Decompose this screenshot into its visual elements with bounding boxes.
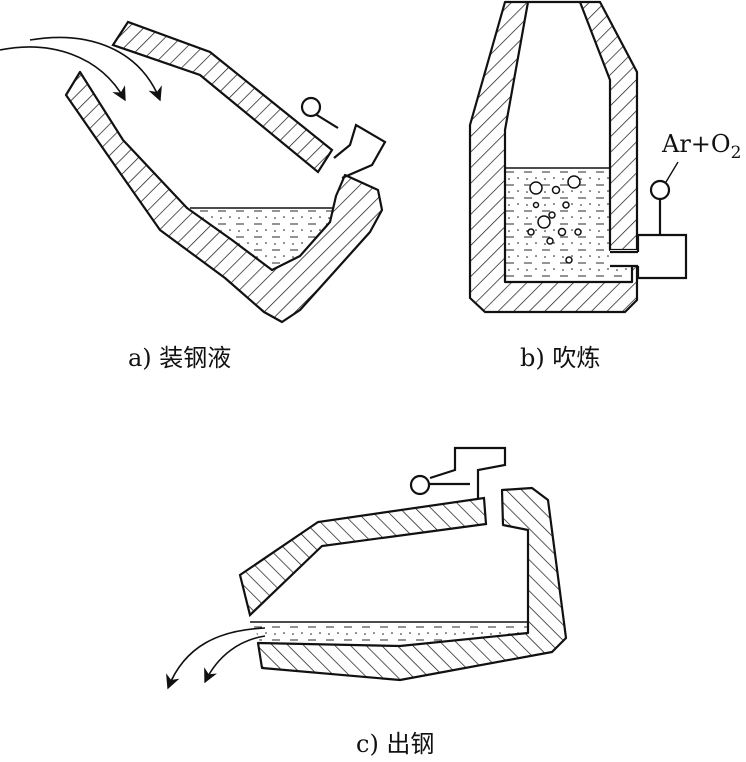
panel-a-charging: a) 装钢液	[0, 20, 387, 372]
panel-c-lower-wall	[256, 486, 568, 682]
panel-a-tuyere-pipe	[333, 123, 387, 180]
panel-a-steel-liquid	[190, 208, 336, 270]
panel-c-caption: c) 出钢	[356, 730, 434, 758]
panel-a-caption: a) 装钢液	[128, 344, 231, 372]
panel-c-pour-arrow-2	[204, 635, 266, 684]
panel-b-tuyere-pipe	[636, 233, 688, 280]
panel-a-upper-wall	[111, 20, 334, 174]
panel-b-bubbles	[527, 175, 582, 264]
panel-c-steel-liquid	[252, 622, 530, 645]
panel-a-lower-wall	[64, 70, 384, 324]
panel-a-gas-valve-icon	[300, 96, 322, 118]
panel-b-gas-label: Ar+O2	[661, 130, 741, 163]
panel-c-upper-wall	[238, 496, 488, 618]
panel-b-gas-valve-icon	[649, 179, 671, 201]
panel-c-gas-valve-icon	[409, 474, 431, 496]
panel-b-blowing: Ar+O2 b) 吹炼	[468, 0, 741, 372]
panel-a-pour-arrow-1	[0, 46, 126, 102]
panel-b-caption: b) 吹炼	[520, 344, 600, 372]
panel-c-tuyere-pipe	[429, 446, 507, 498]
panel-c-pour-arrow-1	[166, 627, 266, 690]
panel-c-tapping: c) 出钢	[166, 446, 568, 758]
panel-a-pour-arrow-2	[29, 36, 162, 102]
